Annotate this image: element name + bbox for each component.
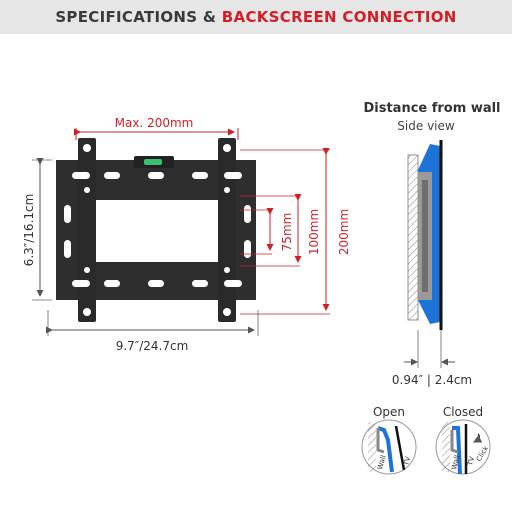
height-label: 6.3″/16.1cm bbox=[22, 194, 36, 267]
closed-label: Closed bbox=[443, 405, 483, 419]
wall-section bbox=[407, 154, 419, 321]
side-view-drawing bbox=[404, 140, 455, 368]
vesa-100-label: 100mm bbox=[307, 209, 321, 255]
vesa-75-label: 75mm bbox=[280, 213, 294, 252]
closed-state-diagram: Wall TV Click bbox=[435, 419, 491, 475]
right-arm bbox=[218, 138, 236, 322]
side-view-title: Distance from wall bbox=[363, 101, 500, 116]
wall-plate-bracket bbox=[56, 138, 256, 322]
title-part-2: BACKSCREEN CONNECTION bbox=[221, 8, 457, 26]
open-label: Open bbox=[373, 405, 405, 419]
header-bar bbox=[0, 0, 512, 34]
page-title: SPECIFICATIONS & BACKSCREEN CONNECTION bbox=[0, 0, 512, 34]
max-width-dimension: Max. 200mm bbox=[74, 116, 239, 140]
vesa-200-label: 200mm bbox=[337, 209, 351, 255]
open-state-diagram: Wall TV bbox=[361, 419, 417, 475]
vesa-dimensions: 75mm 100mm 200mm bbox=[240, 148, 351, 315]
side-view-subtitle: Side view bbox=[397, 119, 455, 133]
closed-tv-label: TV bbox=[466, 455, 476, 467]
level-bubble bbox=[144, 159, 162, 165]
max-width-label: Max. 200mm bbox=[115, 116, 194, 130]
closed-wall-label: Wall bbox=[450, 454, 462, 470]
width-dimension: 9.7″/24.7cm bbox=[46, 310, 259, 353]
left-arm bbox=[78, 138, 96, 322]
open-tv-label: TV bbox=[402, 455, 412, 467]
click-arrow-icon bbox=[472, 433, 483, 443]
title-part-1: SPECIFICATIONS & bbox=[55, 8, 222, 26]
height-dimension: 6.3″/16.1cm bbox=[22, 158, 52, 301]
distance-label: 0.94″ | 2.4cm bbox=[392, 373, 472, 387]
open-wall-label: Wall bbox=[376, 454, 388, 470]
width-label: 9.7″/24.7cm bbox=[116, 339, 189, 353]
